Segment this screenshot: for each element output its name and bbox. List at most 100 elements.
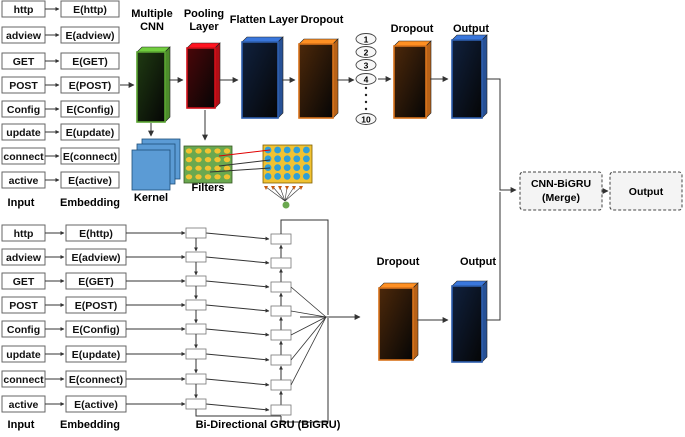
cnn-embedding-7-box <box>60 171 120 189</box>
dense-neuron-label-3: 4 <box>364 75 369 85</box>
flatten-layer <box>241 36 284 119</box>
gru-input-2-text: GET <box>13 276 35 288</box>
filter-yellow-cell <box>303 164 310 172</box>
dense-neuron-label-4: 10 <box>361 115 371 125</box>
filter-yellow-cell <box>264 173 272 180</box>
cnn-embedding-2-text: E(GET) <box>72 56 108 68</box>
gru-embedding-2-text: E(GET) <box>78 276 114 288</box>
filter-tick-0 <box>264 186 268 190</box>
kernel-label: Kernel <box>134 192 168 204</box>
gru-embedding-label: Embedding <box>60 419 120 431</box>
cnn-embedding-3-box <box>60 76 120 94</box>
gru-dropout-label: Dropout <box>377 256 420 268</box>
filter-green-cell <box>195 165 202 171</box>
cnn-embedding-label: Embedding <box>60 197 120 209</box>
filter-yellow-cell <box>264 164 272 172</box>
cnn-embedding-5-text: E(update) <box>66 127 114 139</box>
gru-forward-cell-0 <box>185 227 207 239</box>
gru-backward-cell-5 <box>270 354 292 366</box>
gru-input-label: Input <box>8 419 35 431</box>
gru-output-to-merge-line <box>486 192 501 321</box>
filter-converge-arrow-5 <box>284 186 302 202</box>
gru-top-collect <box>280 219 329 315</box>
cnn-input-2-text: GET <box>13 56 35 68</box>
gru-forward-to-backward-3 <box>205 304 270 313</box>
filter-green-cell <box>214 148 221 154</box>
cnn-embedding-4-text: E(Config) <box>66 104 113 116</box>
gru-input-4-text: Config <box>7 324 40 336</box>
gru-bottom-link <box>195 409 281 417</box>
filter-tick-3 <box>285 186 289 190</box>
bigru-label: Bi-Directional GRU (BiGRU) <box>196 419 341 431</box>
filter-yellow-cell <box>303 173 310 180</box>
gru-forward-cell-3 <box>185 299 207 311</box>
gru-forward-cell-5 <box>185 348 207 360</box>
cnn-output-label: Output <box>453 23 489 35</box>
gru-embedding-5-text: E(update) <box>72 349 120 361</box>
cnn-output-layer-front <box>451 39 483 119</box>
dense-ellipsis-dot-3 <box>364 107 368 111</box>
filter-connection-black <box>209 167 271 173</box>
gru-embedding-0-text: E(http) <box>79 228 113 240</box>
filter-yellow-cell <box>283 146 291 154</box>
filter-green-cell <box>214 165 221 171</box>
cnn-embedding-0-box <box>60 0 120 18</box>
flatten-layer-front <box>241 41 279 119</box>
filter-green-cell <box>195 157 202 163</box>
filter-converge-arrow-4 <box>284 186 295 202</box>
gru-forward-to-backward-0 <box>205 232 270 241</box>
gru-input-3-text: POST <box>9 300 38 312</box>
final-output-label: Output <box>629 186 664 198</box>
filter-tick-2 <box>278 186 282 190</box>
gru-backward-cell-3 <box>270 305 292 317</box>
gru-output-layer-front <box>451 285 483 363</box>
gru-input-7-text: active <box>9 399 39 411</box>
multiple-cnn-label-1: Multiple <box>131 8 173 20</box>
filter-green-cell <box>185 174 193 180</box>
multiple-cnn-label-2: CNN <box>140 21 164 33</box>
cnn-input-7-text: active <box>9 175 39 187</box>
filter-yellow-cell <box>283 155 291 163</box>
filter-tick-1 <box>271 186 275 190</box>
cnn-embedding-4-box <box>60 100 120 118</box>
gru-collect-line-2 <box>290 286 327 318</box>
cnn-embedding-0-text: E(http) <box>73 4 107 16</box>
gru-embedding-4-text: E(Config) <box>72 324 119 336</box>
gru-input-1-text: adview <box>6 252 42 264</box>
gru-embedding-1-text: E(adview) <box>71 252 120 264</box>
filter-tick-5 <box>299 186 303 190</box>
filter-connection-red <box>218 149 271 157</box>
cnn-embedding-5-box <box>60 123 120 141</box>
filter-green-cell <box>204 174 212 180</box>
gru-forward-cell-2 <box>185 275 207 287</box>
cnn-dropout-layer-2-front <box>393 45 427 119</box>
gru-forward-cell-1 <box>185 251 207 263</box>
gru-backward-cell-7 <box>270 404 292 416</box>
filter-yellow-cell <box>274 173 281 180</box>
gru-input-5-text: update <box>6 349 41 361</box>
multiple-cnn-layer <box>136 46 171 123</box>
filter-yellow-cell <box>274 155 281 163</box>
pooling-layer-label-1: Pooling <box>184 8 224 20</box>
cnn-input-4-text: Config <box>7 104 40 116</box>
gru-collect-line-5 <box>290 316 327 361</box>
dense-neuron-1 <box>355 46 377 58</box>
cnn-dropout-layer-2 <box>393 40 432 119</box>
cnn-embedding-1-text: E(adview) <box>65 30 114 42</box>
dense-neuron-label-2: 3 <box>364 61 369 71</box>
gru-forward-to-backward-1 <box>205 256 270 265</box>
kernel-sheet-2 <box>131 149 171 191</box>
cnn-embedding-1-box <box>60 26 120 44</box>
cnn-dropout-label-2: Dropout <box>391 23 434 35</box>
cnn-embedding-6-box <box>60 147 120 165</box>
flatten-layer-label: Flatten Layer <box>230 14 299 26</box>
filter-green-cell <box>195 148 202 154</box>
pooling-layer-front <box>186 47 216 109</box>
filter-green-cell <box>204 165 212 171</box>
merge-label-1: CNN-BiGRU <box>531 178 591 190</box>
cnn-embedding-2-box <box>60 52 120 70</box>
gru-output-label: Output <box>460 256 496 268</box>
gru-backward-cell-6 <box>270 379 292 391</box>
filter-green-cell <box>223 174 231 180</box>
